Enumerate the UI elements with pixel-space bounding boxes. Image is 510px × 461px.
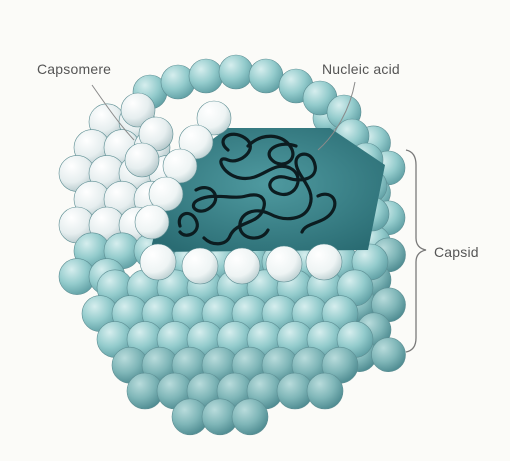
capsomere [182,248,218,284]
capsid-bracket [406,150,426,352]
capsid-label: Capsid [434,244,479,260]
capsomere [306,244,342,280]
capsomere [307,373,343,409]
capsomere [189,59,223,93]
capsomere-label: Capsomere [37,61,111,77]
capsomere [135,205,169,239]
nucleic-acid-label: Nucleic acid [322,61,400,77]
capsomere [219,55,253,89]
capsomere [266,246,302,282]
capsomere [125,143,159,177]
capsomere [249,59,283,93]
capsomere [140,244,176,280]
capsomere [372,338,406,372]
capsomere [224,248,260,284]
capsomere [232,399,268,435]
